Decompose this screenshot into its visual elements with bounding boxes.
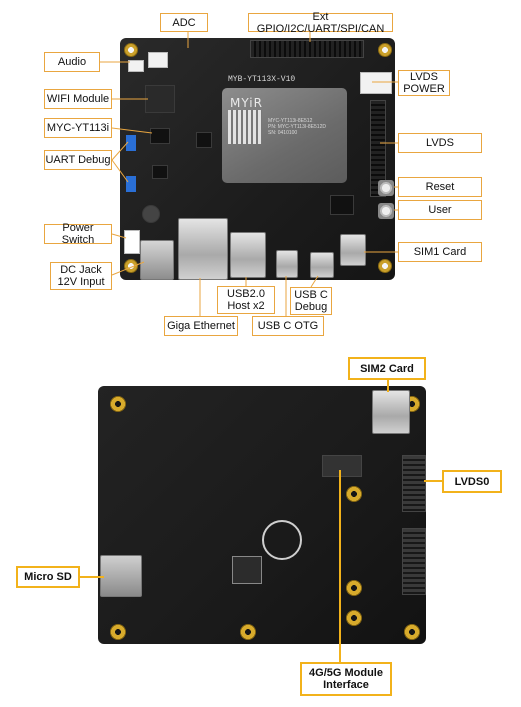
mount-hole [404,624,420,640]
label-user: User [398,200,482,220]
ic-chip [196,132,212,148]
ic-chip [150,128,170,144]
label-sim2-card: SIM2 Card [348,357,426,380]
label-power-switch: Power Switch [44,222,112,246]
sim2-slot [372,390,410,434]
ethernet-port [178,218,228,280]
label-reset: Reset [398,177,482,197]
bottom-board-image [98,386,426,644]
gpio-header [250,40,364,58]
label-audio: Audio [44,52,100,72]
adc-connector [148,52,168,68]
no-recycle-symbol [262,520,302,560]
mount-hole [240,624,256,640]
dc-jack-part [140,240,174,280]
user-button [378,203,394,219]
mount-hole [346,580,362,596]
uart-header-pins [126,176,136,192]
power-switch-part [124,230,140,254]
wifi-module-chip [145,85,175,113]
label-sim1-card: SIM1 Card [398,242,482,262]
uart-header-pins [126,135,136,151]
label-dc-jack: DC Jack 12V Input [50,262,112,290]
som-silk-text: MYC-YT113i-8E512 PN: MYC-YT113I-8E512D S… [268,118,326,136]
label-usb20-host: USB2.0 Host x2 [217,286,275,314]
capacitor [142,205,160,223]
label-wifi-module: WIFI Module [44,89,112,109]
ic-chip [330,195,354,215]
usb-host-port [230,232,266,278]
label-usbc-otg: USB C OTG [252,316,324,336]
label-myc-yt113i: MYC-YT113i [44,118,112,138]
mount-hole [110,396,126,412]
mount-hole [378,259,392,273]
mount-hole [378,43,392,57]
reset-button [378,180,394,196]
lvds-power-connector [360,72,392,94]
label-area [232,556,262,584]
label-lvds-power: LVDS POWER [398,70,450,96]
mount-hole [346,610,362,626]
mount-hole [124,259,138,273]
lvds-connector [370,100,386,197]
label-lvds0: LVDS0 [442,470,502,493]
board-silk-name: MYB-YT113X-V10 [228,75,296,84]
module-connector [322,455,362,477]
som-brand: MYiR [230,96,263,110]
audio-jack [128,60,144,72]
label-giga-ethernet: Giga Ethernet [164,316,238,336]
lvds1-connector [402,528,426,595]
sim1-slot [340,234,366,266]
qr-code [228,110,262,144]
som-module: MYiR MYC-YT113i-8E512 PN: MYC-YT113I-8E5… [222,88,347,183]
label-uart-debug: UART Debug [44,150,112,170]
mount-hole [124,43,138,57]
label-usbc-debug: USB C Debug [290,287,332,315]
usbc-otg-port [276,250,298,278]
mount-hole [110,624,126,640]
ic-chip [152,165,168,179]
mount-hole [346,486,362,502]
usbc-debug-port [310,252,334,278]
label-ext-gpio: Ext GPIO/I2C/UART/SPI/CAN [248,11,393,35]
label-4g5g-module: 4G/5G Module Interface [300,662,392,696]
lvds0-connector [402,455,426,512]
label-adc: ADC [160,13,208,32]
label-lvds: LVDS [398,133,482,153]
label-micro-sd: Micro SD [16,566,80,588]
microsd-slot [100,555,142,597]
